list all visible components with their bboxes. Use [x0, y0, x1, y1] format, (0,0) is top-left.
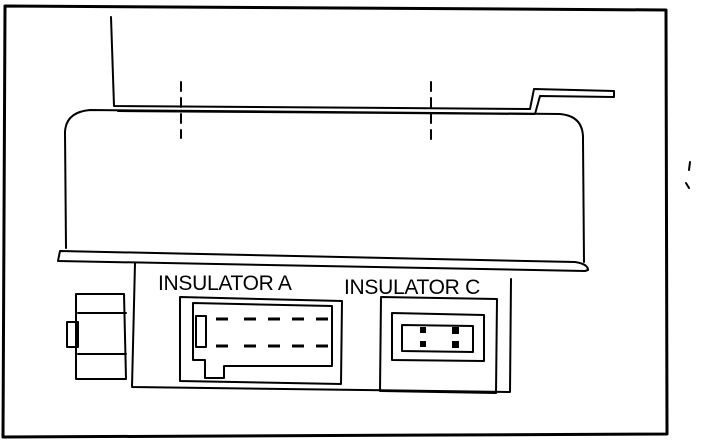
drawing-frame — [1, 4, 669, 439]
side-fitting-divider — [77, 312, 127, 355]
housing-base-flange — [57, 250, 589, 272]
insulator-c-housing — [379, 296, 498, 394]
side-fitting-block — [75, 293, 127, 380]
insulator-c-inner — [391, 312, 485, 362]
terminal-cavity — [452, 327, 459, 334]
insulator-a-latch — [195, 315, 207, 348]
housing-cover — [64, 109, 585, 263]
insulator-a-housing — [179, 296, 343, 385]
insulator-c-terminals — [420, 327, 459, 348]
terminal-cavity — [420, 341, 426, 347]
insulator-a-terminals — [216, 317, 328, 348]
terminal-cavity — [420, 327, 426, 333]
insulator-c-core — [401, 324, 474, 353]
side-fitting-nub — [66, 321, 79, 348]
stray-mark — [685, 161, 691, 189]
insulator-a-label: INSULATOR A — [158, 272, 292, 295]
insulator-a-inner — [192, 302, 333, 379]
connector-body — [131, 262, 512, 393]
insulator-c-label: INSULATOR C — [344, 276, 480, 299]
terminal-cavity — [452, 341, 459, 348]
mounting-bracket — [110, 16, 615, 115]
